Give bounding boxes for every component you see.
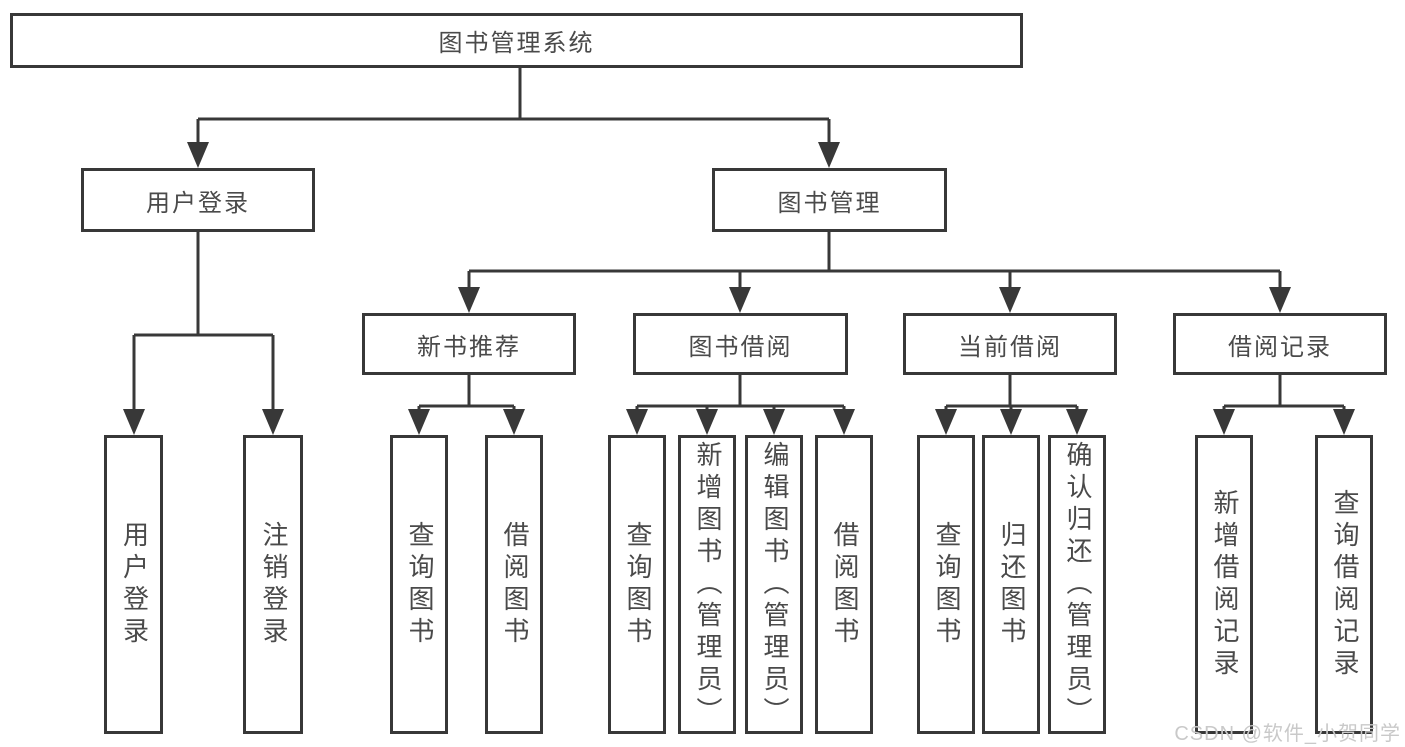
node-label: 查询图书 — [622, 520, 653, 649]
arrowhead — [626, 409, 648, 435]
node-label: 注销登录 — [258, 520, 289, 649]
arrowhead — [729, 287, 751, 313]
node-label: 借阅记录 — [1228, 333, 1332, 361]
arrowhead — [187, 142, 209, 168]
leaf-logout: 注销登录 — [243, 435, 303, 734]
node-label: 新书推荐 — [417, 333, 521, 361]
arrowhead — [1000, 409, 1022, 435]
arrowhead — [123, 409, 145, 435]
arrowhead — [458, 287, 480, 313]
connector-records-children — [1213, 375, 1355, 435]
connector-newbook-children — [408, 375, 525, 435]
connector-userlogin-children — [123, 232, 284, 435]
arrowhead — [833, 409, 855, 435]
leaf-query-books-3: 查询图书 — [917, 435, 975, 734]
connector-currentborrow-children — [935, 375, 1088, 435]
leaf-confirm-return-admin: 确认归还（管理员） — [1048, 435, 1106, 734]
node-root-system: 图书管理系统 — [10, 13, 1023, 68]
node-new-book-recommend: 新书推荐 — [362, 313, 576, 375]
node-book-borrow: 图书借阅 — [633, 313, 848, 375]
arrowhead — [1213, 409, 1235, 435]
leaf-query-borrow-record: 查询借阅记录 — [1315, 435, 1373, 734]
node-label: 借阅图书 — [499, 520, 530, 649]
arrowhead — [503, 409, 525, 435]
leaf-borrow-books-1: 借阅图书 — [485, 435, 543, 734]
node-label: 查询图书 — [404, 520, 435, 649]
connector-root-to-level2 — [187, 68, 840, 168]
connector-bookmgmt-children — [458, 232, 1291, 313]
node-label: 用户登录 — [119, 520, 150, 649]
leaf-query-books-1: 查询图书 — [390, 435, 448, 734]
node-book-management: 图书管理 — [712, 168, 947, 232]
leaf-borrow-books-2: 借阅图书 — [815, 435, 873, 734]
node-label: 查询图书 — [931, 520, 962, 649]
node-label: 查询借阅记录 — [1329, 488, 1360, 681]
watermark: CSDN @软件_小贺同学 — [1174, 723, 1401, 745]
arrowhead — [1269, 287, 1291, 313]
arrowhead — [999, 287, 1021, 313]
node-current-borrow: 当前借阅 — [903, 313, 1117, 375]
node-label: 借阅图书 — [829, 520, 860, 649]
arrowhead — [408, 409, 430, 435]
leaf-edit-book-admin: 编辑图书（管理员） — [745, 435, 803, 734]
arrowhead — [696, 409, 718, 435]
arrowhead — [935, 409, 957, 435]
arrowhead — [763, 409, 785, 435]
node-label: 当前借阅 — [958, 333, 1062, 361]
node-user-login: 用户登录 — [81, 168, 315, 232]
leaf-add-borrow-record: 新增借阅记录 — [1195, 435, 1253, 734]
arrowhead — [1066, 409, 1088, 435]
node-label: 图书管理 — [777, 189, 882, 217]
node-label: 确认归还（管理员） — [1062, 440, 1093, 729]
node-label: 新增借阅记录 — [1209, 488, 1240, 681]
arrowhead — [1333, 409, 1355, 435]
leaf-add-book-admin: 新增图书（管理员） — [678, 435, 736, 734]
node-label: 图书管理系统 — [438, 30, 595, 57]
arrowhead — [262, 409, 284, 435]
arrowhead — [818, 142, 840, 168]
node-label: 新增图书（管理员） — [692, 440, 723, 729]
leaf-query-books-2: 查询图书 — [608, 435, 666, 734]
node-label: 图书借阅 — [688, 333, 793, 361]
node-borrow-records: 借阅记录 — [1173, 313, 1387, 375]
node-label: 编辑图书（管理员） — [759, 440, 790, 729]
node-label: 用户登录 — [146, 189, 250, 217]
node-label: 归还图书 — [996, 520, 1027, 649]
leaf-user-login: 用户登录 — [104, 435, 163, 734]
connector-bookborrow-children — [626, 375, 855, 435]
leaf-return-books: 归还图书 — [982, 435, 1040, 734]
